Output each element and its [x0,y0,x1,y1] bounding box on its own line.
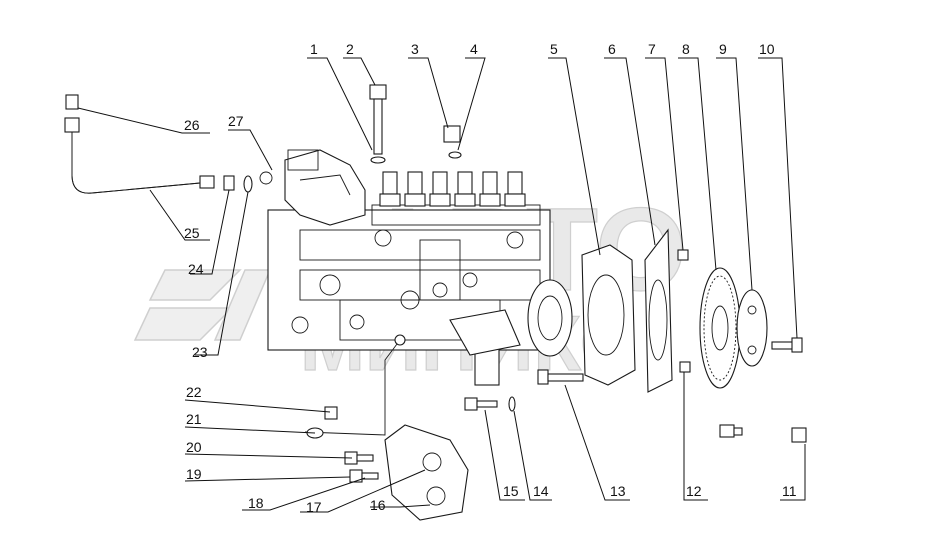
outlet-valve [454,171,476,207]
callout-2: 2 [346,41,354,57]
callout-16: 16 [370,497,386,513]
bolt-shank [373,98,383,155]
outlet-valve [504,171,526,207]
callout-8: 8 [682,41,690,57]
o-ring [243,175,253,193]
fitting [65,94,79,110]
bolt-12 [679,361,691,373]
fuel-line-fitting [64,117,80,133]
washer-14 [508,396,516,412]
callout-23: 23 [192,344,208,360]
outlet-valve [379,171,401,207]
callout-11: 11 [782,483,797,499]
governor-housing [259,149,366,226]
washer [370,156,386,164]
callout-12: 12 [686,483,702,499]
coupling [527,279,573,357]
washer [223,175,235,191]
outlet-valve [479,171,501,207]
callout-3: 3 [411,41,419,57]
callout-5: 5 [550,41,558,57]
callout-27: 27 [228,113,244,129]
callout-20: 20 [186,439,202,455]
drive-gear [699,267,741,389]
bolt-head [369,84,387,100]
callout-15: 15 [503,483,519,499]
watermark-logo [133,269,272,341]
fittings-11 [719,424,807,443]
bolt-13 [537,369,584,385]
callout-17: 17 [306,499,322,515]
gear-hub [736,289,768,367]
drive-flange [581,244,636,386]
top-fasteners [369,84,462,164]
callout-7: 7 [648,41,656,57]
callout-24: 24 [188,261,204,277]
pump-spout [449,309,521,386]
callout-19: 19 [186,466,202,482]
nut-22 [324,406,338,420]
outlet-valves [379,171,526,207]
callout-1: 1 [310,41,318,57]
callout-6: 6 [608,41,616,57]
bolt-15 [464,397,498,411]
outlet-valve [404,171,426,207]
callout-labels: 1 2 3 4 5 6 7 8 9 10 11 12 13 14 15 16 1… [184,41,797,515]
gasket [644,228,673,393]
small-parts-left [223,175,253,193]
washer [448,151,462,159]
callout-26: 26 [184,117,200,133]
callout-22: 22 [186,384,202,400]
callout-9: 9 [719,41,727,57]
outlet-valve [429,171,451,207]
callout-18: 18 [248,495,264,511]
bolt-10 [771,337,803,353]
fuel-line [64,94,215,194]
plug [443,125,461,143]
small-bolt [677,249,689,261]
callout-21: 21 [186,411,202,427]
callout-10: 10 [759,41,775,57]
fuel-line-fitting [199,175,215,189]
callout-25: 25 [184,225,200,241]
callout-14: 14 [533,483,549,499]
leader-lines [77,57,806,513]
callout-13: 13 [610,483,626,499]
bracket [384,424,469,521]
callout-4: 4 [470,41,478,57]
